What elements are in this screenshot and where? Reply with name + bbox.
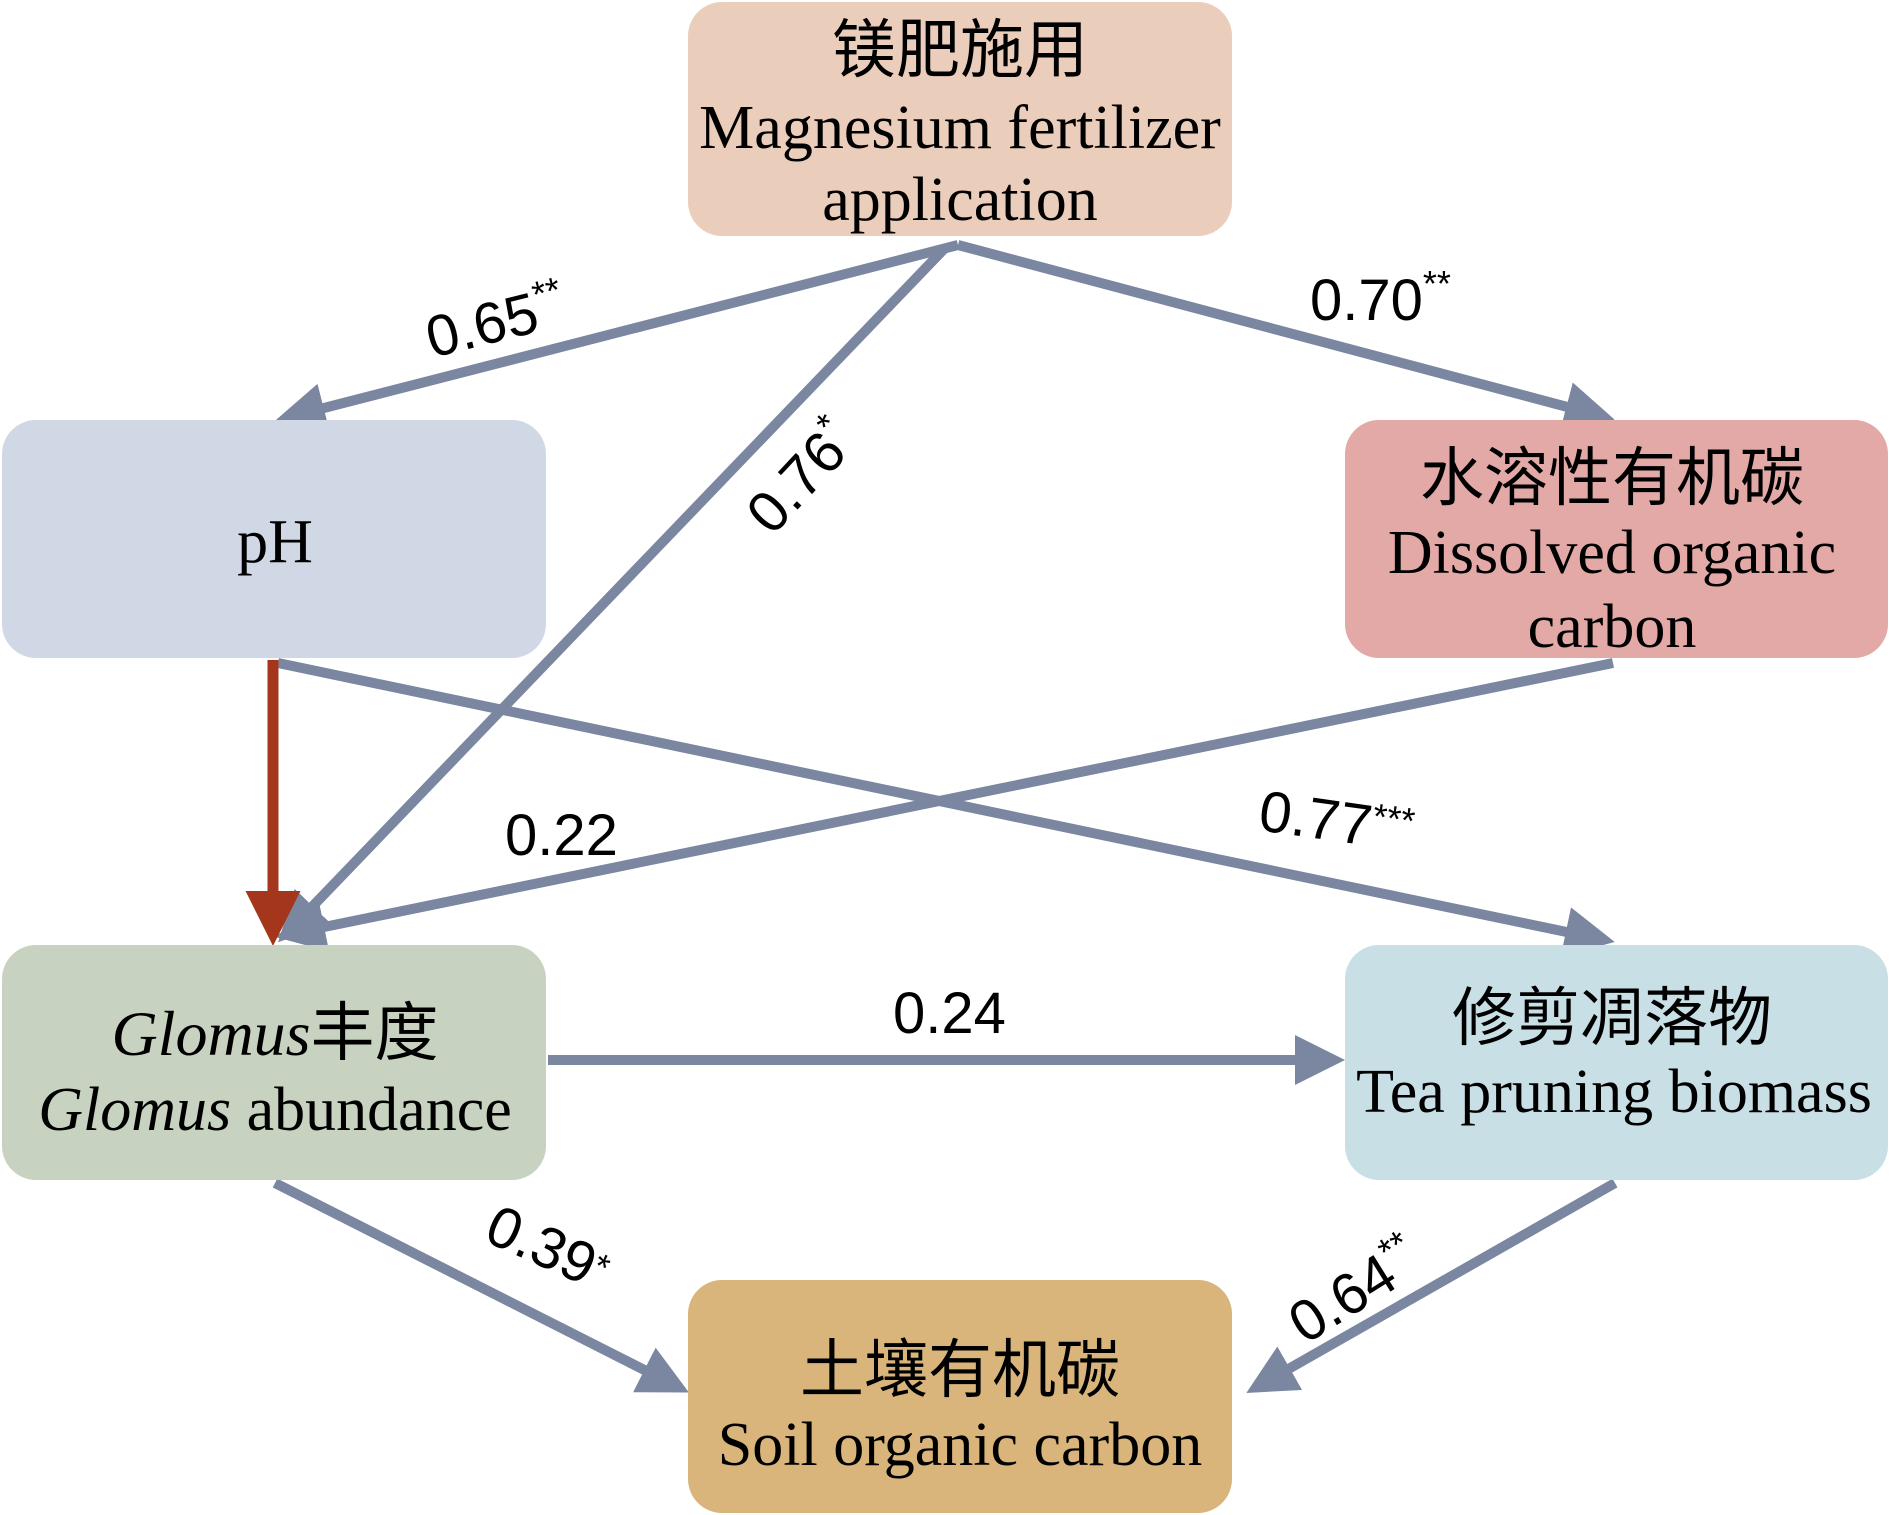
node-doc: 水溶性有机碳 Dissolved organic carbon: [1345, 420, 1888, 661]
arrow-mg-to-doc: [956, 240, 1615, 431]
coef-mg-doc-value: 0.70: [1310, 268, 1423, 333]
coef-glomus-tea-value: 0.24: [893, 981, 1006, 1046]
coef-mg-doc-sig: **: [1423, 263, 1451, 304]
path-arrows: [245, 240, 1618, 1393]
node-glomus: Glomus丰度 Glomus abundance: [2, 945, 546, 1180]
node-ph-label: pH: [237, 508, 313, 576]
arrow-mg-to-ph: [275, 240, 960, 433]
coef-doc-glomus-value: 0.22: [505, 803, 618, 868]
node-glomus-en-line: Glomus abundance: [38, 1076, 511, 1144]
node-mg: 镁肥施用 Magnesium fertilizer application: [688, 2, 1232, 236]
arrow-mg-to-glomus: [278, 244, 949, 943]
coef-ph-tea-value: 0.77: [1255, 779, 1376, 859]
node-soc-en: Soil organic carbon: [718, 1411, 1202, 1479]
node-tea-box: [1345, 945, 1888, 1180]
node-mg-zh: 镁肥施用: [832, 15, 1088, 86]
node-mg-en-line2: application: [822, 166, 1097, 234]
node-doc-en-line2: carbon: [1528, 593, 1697, 661]
arrow-glomus-to-soc: [272, 1178, 689, 1393]
arrow-tea-to-soc: [1246, 1178, 1618, 1393]
coef-mg-doc: 0.70**: [1310, 263, 1451, 333]
node-doc-en-line1: Dissolved organic: [1388, 519, 1836, 587]
node-tea-zh: 修剪凋落物: [1452, 983, 1772, 1054]
node-glomus-box: [2, 945, 546, 1180]
node-glomus-zh-line: Glomus丰度: [111, 998, 438, 1069]
node-doc-box: [1345, 420, 1888, 658]
coef-glomus-soc: 0.39*: [477, 1192, 619, 1303]
node-glomus-zh-suffix: 丰度: [311, 998, 439, 1069]
node-doc-zh: 水溶性有机碳: [1420, 443, 1804, 514]
node-glomus-genus-1: Glomus: [111, 998, 310, 1069]
arrow-ph-to-tea: [276, 658, 1615, 957]
node-soc-box: [688, 1280, 1232, 1513]
coef-glomus-tea: 0.24: [893, 981, 1006, 1046]
node-soc-zh: 土壤有机碳: [800, 1335, 1120, 1406]
coef-doc-glomus: 0.22: [505, 803, 618, 868]
coef-ph-tea-sig: ***: [1370, 795, 1417, 841]
coef-mg-glomus: 0.76*: [730, 405, 868, 546]
node-mg-box: [688, 2, 1232, 236]
path-coefficients: 0.65** 0.76* 0.70** 0.22 0.77*** 0.24 0.…: [419, 263, 1451, 1356]
node-ph-box: [2, 420, 546, 658]
node-tea-en: Tea pruning biomass: [1356, 1058, 1872, 1126]
node-tea: 修剪凋落物 Tea pruning biomass: [1345, 945, 1888, 1180]
node-soc: 土壤有机碳 Soil organic carbon: [688, 1280, 1232, 1513]
coef-ph-tea: 0.77***: [1255, 779, 1417, 865]
node-ph: pH: [2, 420, 546, 658]
node-mg-en-line1: Magnesium fertilizer: [699, 94, 1221, 162]
node-glomus-en-suffix: abundance: [231, 1076, 512, 1144]
node-glomus-genus-2: Glomus: [38, 1076, 231, 1144]
